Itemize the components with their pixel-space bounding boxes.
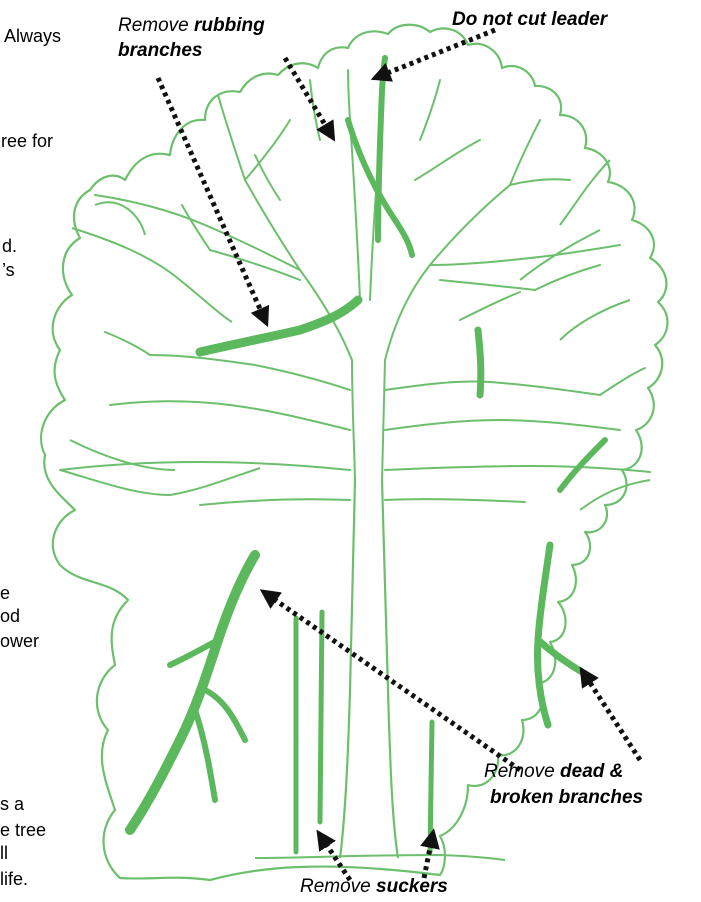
sucker-right	[430, 722, 432, 852]
label-rubbing: Remove rubbing	[118, 14, 265, 37]
sucker-left-2	[320, 612, 322, 822]
ground-line	[255, 855, 505, 860]
arrow-suckers-left	[322, 838, 350, 880]
arrow-rubbing-2	[285, 58, 330, 133]
leader-branch	[378, 58, 385, 240]
label-suckers-bold: suckers	[376, 876, 448, 897]
label-rubbing-line2-text: branches	[118, 40, 202, 61]
label-dead-prefix: Remove	[484, 761, 555, 782]
label-dead-bold2: broken branches	[490, 787, 643, 808]
arrow-dead-left	[268, 595, 520, 770]
label-rubbing-bold: rubbing	[194, 15, 265, 36]
label-dead-bold1: dead &	[560, 761, 623, 782]
label-suckers: Remove suckers	[300, 875, 448, 898]
arrow-leader	[380, 30, 495, 76]
rubbing-branch	[200, 300, 358, 352]
label-dead-line2: broken branches	[490, 786, 643, 809]
label-rubbing-prefix: Remove	[118, 15, 189, 36]
label-leader-text: Do not cut leader	[452, 9, 607, 30]
label-dead: Remove dead &	[484, 760, 623, 783]
tree-trunk	[340, 480, 398, 858]
arrow-rubbing-1	[158, 78, 264, 318]
arrow-dead-right	[585, 675, 640, 760]
dead-branch-left	[130, 555, 255, 830]
label-suckers-prefix: Remove	[300, 876, 371, 897]
label-leader: Do not cut leader	[452, 8, 607, 31]
label-rubbing-line2: branches	[118, 39, 202, 62]
